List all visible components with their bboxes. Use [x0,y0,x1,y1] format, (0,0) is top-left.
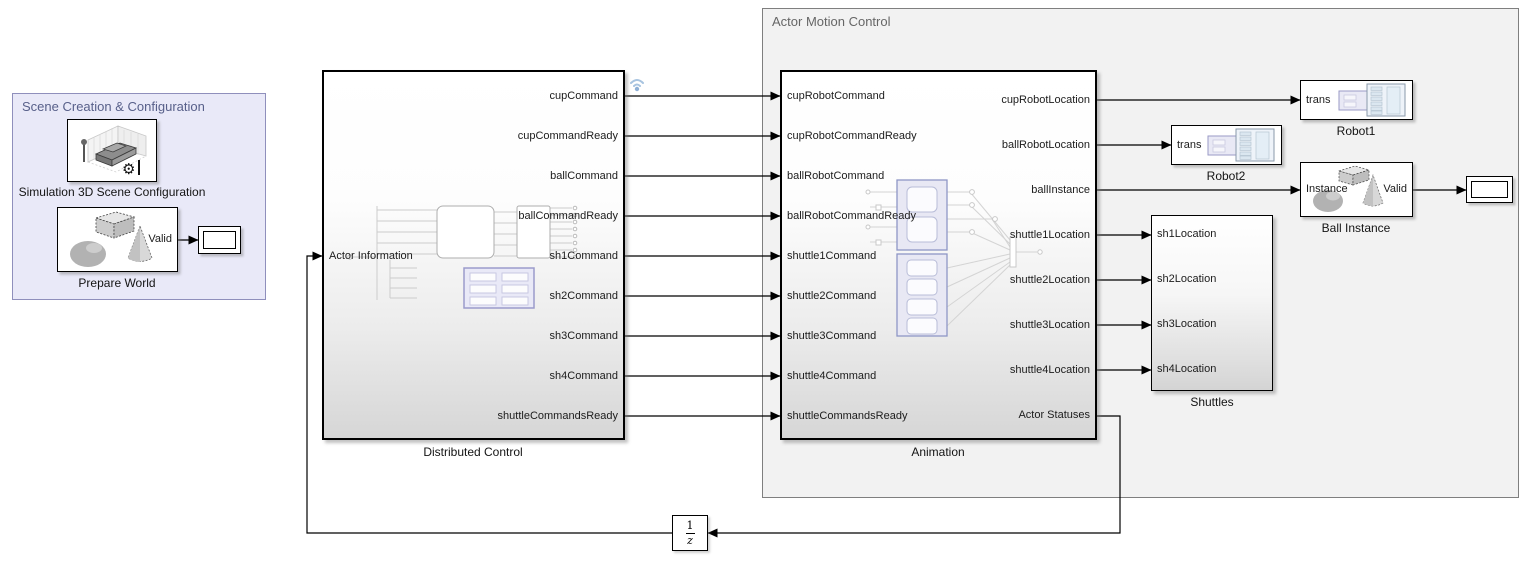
prepare-world-label: Prepare World [78,276,156,290]
port-sh2Command: sh2Command [549,290,618,302]
robot1-block[interactable]: trans [1300,80,1413,120]
port-sh4Command: sh4Command [549,370,618,382]
cube-icon [94,211,136,239]
ball-instance-block[interactable]: Instance Valid [1300,162,1413,217]
port-sh1Command: sh1Command [549,250,618,262]
port-actor-statuses: Actor Statuses [1018,409,1090,421]
unit-delay-numerator: 1 [686,519,694,532]
display-ball-instance[interactable] [1466,176,1513,203]
car-icon [94,142,138,167]
port-cupCommand: cupCommand [549,90,618,102]
cone-icon [1362,173,1384,207]
distributed-control-label: Distributed Control [423,445,523,459]
port-cupRobotCommand: cupRobotCommand [787,90,885,102]
sim3d-scene-config-block[interactable]: ⚙ [67,119,157,182]
animation-block[interactable]: cupRobotCommand cupRobotCommandReady bal… [780,70,1097,440]
display-ball-instance-value [1471,181,1508,198]
port-ball-instance-in: Instance [1306,183,1348,195]
port-sh1Location: sh1Location [1157,228,1217,240]
svg-text:⚙: ⚙ [122,160,135,178]
shuttle-group-preview [896,253,948,337]
robot1-subsystem-preview-icon [1338,83,1406,117]
port-sh4Location: sh4Location [1157,363,1217,375]
pole-icon [81,139,87,162]
fraction-bar [685,532,695,534]
shuttles-block[interactable]: sh1Location sh2Location sh3Location sh4L… [1151,215,1273,391]
port-ballCommandReady: ballCommandReady [518,210,618,222]
robot1-label: Robot1 [1336,124,1376,138]
port-shuttle4Location: shuttle4Location [1009,364,1090,376]
port-sh3Command: sh3Command [549,330,618,342]
port-ballRobotLocation: ballRobotLocation [1001,139,1090,151]
unit-delay-denominator: z [687,534,693,547]
unit-delay-block[interactable]: 1 z [672,515,708,551]
port-robot1-trans: trans [1306,94,1331,106]
lookup-table-preview [463,267,535,309]
animation-label: Animation [911,445,965,459]
display-prepare-world-value [203,231,236,249]
port-prepare-world-valid: Valid [148,233,172,245]
port-ballRobotCommandReady: ballRobotCommandReady [787,210,917,222]
port-shuttleCommandsReady: shuttleCommandsReady [497,410,618,422]
port-sh2Location: sh2Location [1157,273,1217,285]
port-cupCommandReady: cupCommandReady [517,130,618,142]
port-shuttle2Location: shuttle2Location [1009,274,1090,286]
port-shuttle1Location: shuttle1Location [1009,229,1090,241]
robot2-subsystem-preview-icon [1207,128,1275,162]
gear-icon: ⚙ [122,160,140,178]
sim3d-scene-icon: ⚙ [81,125,148,178]
port-ballRobotCommand: ballRobotCommand [787,170,885,182]
port-shuttle3Command: shuttle3Command [787,330,877,342]
robot2-block[interactable]: trans [1171,125,1282,165]
area-scene-creation-label: Scene Creation & Configuration [22,99,205,114]
port-cupRobotLocation: cupRobotLocation [1001,94,1090,106]
port-cupRobotCommandReady: cupRobotCommandReady [787,130,917,142]
prepare-world-block[interactable]: Valid [57,207,178,272]
port-shuttle4Command: shuttle4Command [787,370,877,382]
sim3d-scene-config-label: Simulation 3D Scene Configuration [18,185,206,199]
display-prepare-world[interactable] [198,226,241,254]
port-sh3Location: sh3Location [1157,318,1217,330]
port-robot2-trans: trans [1177,139,1202,151]
area-actor-motion-control-label: Actor Motion Control [772,14,891,29]
port-shuttle3Location: shuttle3Location [1009,319,1090,331]
wireless-icon[interactable] [626,72,650,96]
port-ballInstance: ballInstance [1031,184,1090,196]
port-actor-information: Actor Information [329,250,413,262]
port-ballCommand: ballCommand [550,170,618,182]
port-shuttle1Command: shuttle1Command [787,250,877,262]
animation-preview [865,179,1043,337]
port-shuttle2Command: shuttle2Command [787,290,877,302]
sphere-icon [70,241,106,267]
robot2-label: Robot2 [1206,169,1246,183]
ball-instance-label: Ball Instance [1321,221,1391,235]
port-ball-instance-valid: Valid [1383,183,1407,195]
port-shuttleCommandsReady-in: shuttleCommandsReady [787,410,908,422]
shuttles-label: Shuttles [1190,395,1234,409]
distributed-control-block[interactable]: Actor Information cupCommand cupCommandR… [322,70,625,440]
